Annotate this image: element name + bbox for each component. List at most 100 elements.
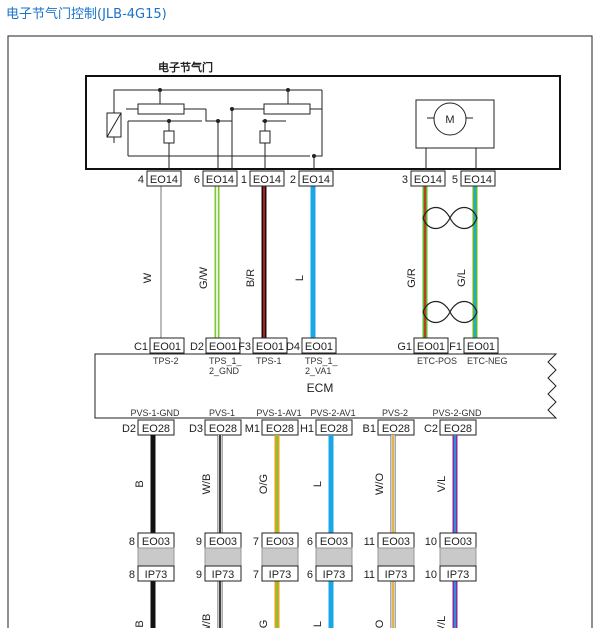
connector-eo28-2-pin: M1 xyxy=(245,423,260,435)
ecm-signal-upper-3-0: TPS_1_ xyxy=(305,356,339,366)
connector-eo01-0-box xyxy=(149,337,185,354)
connector-ip73-2-pin: 7 xyxy=(253,569,259,581)
wire-upper-label-1: G/W xyxy=(198,266,210,289)
connector-eo01-1-pin: D2 xyxy=(190,341,204,353)
ecm-signal-upper-4-0: ETC-POS xyxy=(417,356,457,366)
connector-eo01-5-code: EO01 xyxy=(467,341,495,353)
ecm-box xyxy=(94,353,558,419)
connector-eo28-3-box xyxy=(315,419,353,436)
connector-eo14-2-box xyxy=(249,170,285,187)
ecm-signal-upper-2-0: TPS-1 xyxy=(256,356,282,366)
connector-eo14-0-box xyxy=(146,170,182,187)
connector-eo14-0-pin: 4 xyxy=(138,174,144,186)
motor-label: M xyxy=(445,114,454,126)
wire-upper-label-3: L xyxy=(294,275,306,281)
connector-eo14-4-code: EO14 xyxy=(414,174,442,186)
wire-lower-label-0: B xyxy=(134,480,146,487)
connector-eo28-3-code: EO28 xyxy=(320,423,348,435)
connector-eo01-5-box xyxy=(463,337,499,354)
connector-ip73-3-box xyxy=(315,565,353,582)
connector-mate-5 xyxy=(439,547,477,567)
connector-eo28-5-box xyxy=(439,419,477,436)
throttle-component-box xyxy=(85,75,561,170)
connector-eo01-4-code: EO01 xyxy=(417,341,445,353)
connector-ip73-3-pin: 6 xyxy=(307,569,313,581)
wire-bottom-label-3: L xyxy=(312,621,324,627)
connector-eo28-2-box xyxy=(261,419,299,436)
wire-bottom-label-2: G xyxy=(258,620,270,628)
connector-ip73-5-pin: 10 xyxy=(425,569,437,581)
ecm-signal-upper-5-0: ETC-NEG xyxy=(467,356,508,366)
connector-eo28-1-pin: D3 xyxy=(189,423,203,435)
connector-ip73-4-box xyxy=(377,565,415,582)
connector-eo01-1-box xyxy=(205,337,241,354)
connector-eo01-0-code: EO01 xyxy=(153,341,181,353)
connector-ip73-2-code: IP73 xyxy=(269,569,292,581)
connector-ip73-4-code: IP73 xyxy=(385,569,408,581)
ecm-signal-lower-3: PVS-2-AV1 xyxy=(310,408,355,418)
wire-bottom-label-0: B xyxy=(134,620,146,627)
page-title: 电子节气门控制(JLB-4G15) xyxy=(6,7,167,22)
ecm-label: ECM xyxy=(307,381,334,395)
connector-eo28-4-pin: B1 xyxy=(363,423,376,435)
connector-ip73-5-code: IP73 xyxy=(447,569,470,581)
motor-circle xyxy=(433,102,467,136)
ecm-signal-upper-3-1: 2_VA1 xyxy=(305,366,331,376)
connector-mate-0 xyxy=(137,547,175,567)
connector-ip73-1-pin: 9 xyxy=(196,569,202,581)
wire-bottom-label-4: O xyxy=(374,619,386,628)
connector-eo14-3-pin: 2 xyxy=(290,174,296,186)
connector-eo28-3-pin: H1 xyxy=(300,423,314,435)
connector-eo14-5-box xyxy=(460,170,496,187)
ecm-signal-upper-1-1: 2_GND xyxy=(209,366,240,376)
wire-upper-label-2: B/R xyxy=(245,269,257,287)
connector-eo28-4-box xyxy=(377,419,415,436)
connector-eo03-4-pin: 11 xyxy=(364,536,375,548)
connector-eo14-5-pin: 5 xyxy=(452,174,458,186)
connector-eo01-3-code: EO01 xyxy=(305,341,333,353)
connector-eo14-1-pin: 6 xyxy=(194,174,200,186)
ecm-signal-lower-4: PVS-2 xyxy=(382,408,408,418)
connector-eo03-2-code: EO03 xyxy=(266,536,294,548)
wire-bottom-label-5: V/L xyxy=(436,616,448,628)
connector-ip73-3-code: IP73 xyxy=(323,569,346,581)
connector-ip73-5-box xyxy=(439,565,477,582)
connector-ip73-2-box xyxy=(261,565,299,582)
connector-mate-2 xyxy=(261,547,299,567)
connector-eo03-3-code: EO03 xyxy=(320,536,348,548)
connector-eo01-5-pin: F1 xyxy=(449,341,462,353)
ecm-signal-upper-0-0: TPS-2 xyxy=(153,356,179,366)
connector-eo14-3-box xyxy=(298,170,334,187)
ecm-signal-lower-0: PVS-1-GND xyxy=(130,408,180,418)
ecm-signal-lower-1: PVS-1 xyxy=(209,408,235,418)
ecm-signal-lower-2: PVS-1-AV1 xyxy=(256,408,301,418)
wire-lower-label-1: W/B xyxy=(201,474,213,495)
outer-frame xyxy=(7,35,593,628)
junction-dots xyxy=(158,88,316,158)
connector-eo28-0-box xyxy=(137,419,175,436)
connector-eo01-2-box xyxy=(252,337,288,354)
connector-eo28-1-box xyxy=(204,419,242,436)
connector-eo14-4-box xyxy=(410,170,446,187)
wire-bottom-label-1: W/B xyxy=(201,614,213,628)
connector-eo28-5-code: EO28 xyxy=(444,423,472,435)
wire-lower-label-5: V/L xyxy=(436,476,448,493)
wire-upper-label-0: W xyxy=(142,272,154,283)
connector-mate-4 xyxy=(377,547,415,567)
connector-eo14-1-code: EO14 xyxy=(206,174,234,186)
connector-eo01-3-pin: D4 xyxy=(286,341,300,353)
wire-upper-label-4: G/R xyxy=(406,268,418,288)
connector-eo14-4-pin: 3 xyxy=(402,174,408,186)
connector-eo14-1-box xyxy=(202,170,238,187)
connector-eo14-2-pin: 1 xyxy=(241,174,247,186)
connector-eo01-4-pin: G1 xyxy=(397,341,412,353)
connector-eo03-4-code: EO03 xyxy=(382,536,410,548)
connector-ip73-4-pin: 11 xyxy=(364,569,375,581)
connector-eo28-5-pin: C2 xyxy=(424,423,438,435)
connector-ip73-0-pin: 8 xyxy=(129,569,135,581)
connector-eo14-0-code: EO14 xyxy=(150,174,178,186)
wire-upper-label-5: G/L xyxy=(456,269,468,287)
connector-eo01-3-box xyxy=(301,337,337,354)
